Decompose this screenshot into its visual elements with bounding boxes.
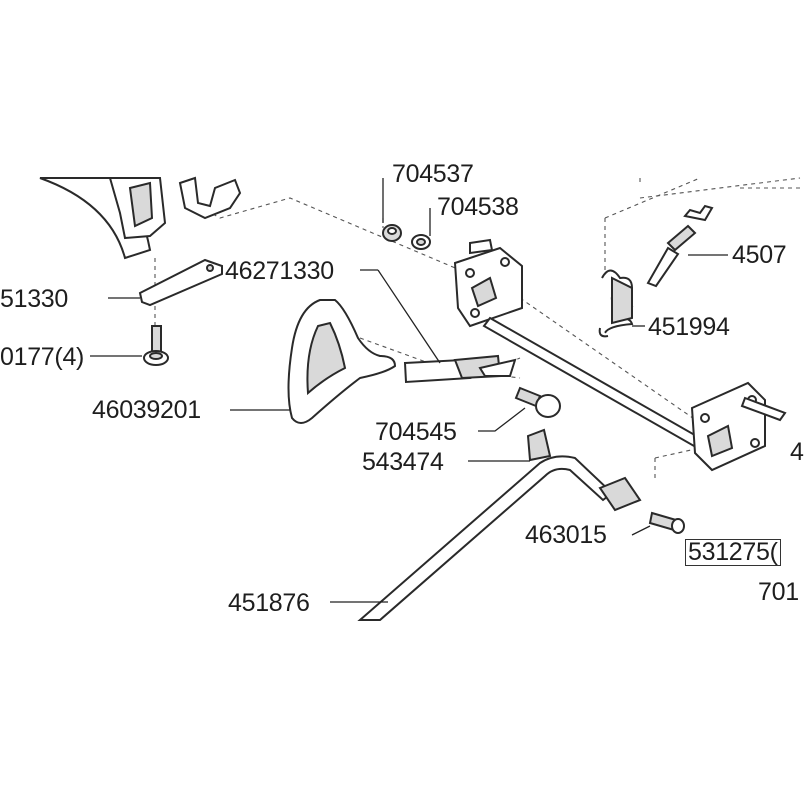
callout-704537: 704537 xyxy=(392,160,474,188)
callout-451876: 451876 xyxy=(228,589,310,617)
nut-washer-part xyxy=(382,224,431,250)
leader-lines xyxy=(90,178,728,603)
lever-plate-part xyxy=(138,258,223,307)
callout-543474: 543474 xyxy=(362,448,444,476)
callout-46271330: 46271330 xyxy=(225,257,334,285)
parts-diagram: 704537 704538 51330 46271330 4507 451994… xyxy=(0,162,804,621)
callout-704545: 704545 xyxy=(375,418,457,446)
link-rod-part xyxy=(403,354,517,384)
exploded-view-drawing xyxy=(39,176,801,621)
pin-part xyxy=(646,204,714,288)
callout-701: 701 xyxy=(758,578,799,606)
bracket-plate-upper xyxy=(453,238,523,328)
callout-463015: 463015 xyxy=(525,521,607,549)
callout-451994: 451994 xyxy=(648,313,730,341)
handle-grip-part xyxy=(287,299,397,424)
callout-704538: 704538 xyxy=(437,193,519,221)
callout-460177: 0177(4) xyxy=(0,343,85,371)
screw-part xyxy=(143,325,169,366)
pin-463015-part xyxy=(648,511,685,534)
bracket-plate-lower xyxy=(690,381,787,472)
callout-46039201: 46039201 xyxy=(92,396,201,424)
bolt-part xyxy=(514,386,561,418)
callout-450741: 4507 xyxy=(732,241,787,269)
handle-rod-part xyxy=(357,455,642,621)
callout-531275: 531275( xyxy=(685,539,781,566)
callout-451330: 51330 xyxy=(0,285,69,313)
housing-part xyxy=(39,176,242,260)
callout-4-edge: 4 xyxy=(790,438,804,466)
clip-part xyxy=(526,428,552,462)
spring-part xyxy=(598,269,634,338)
